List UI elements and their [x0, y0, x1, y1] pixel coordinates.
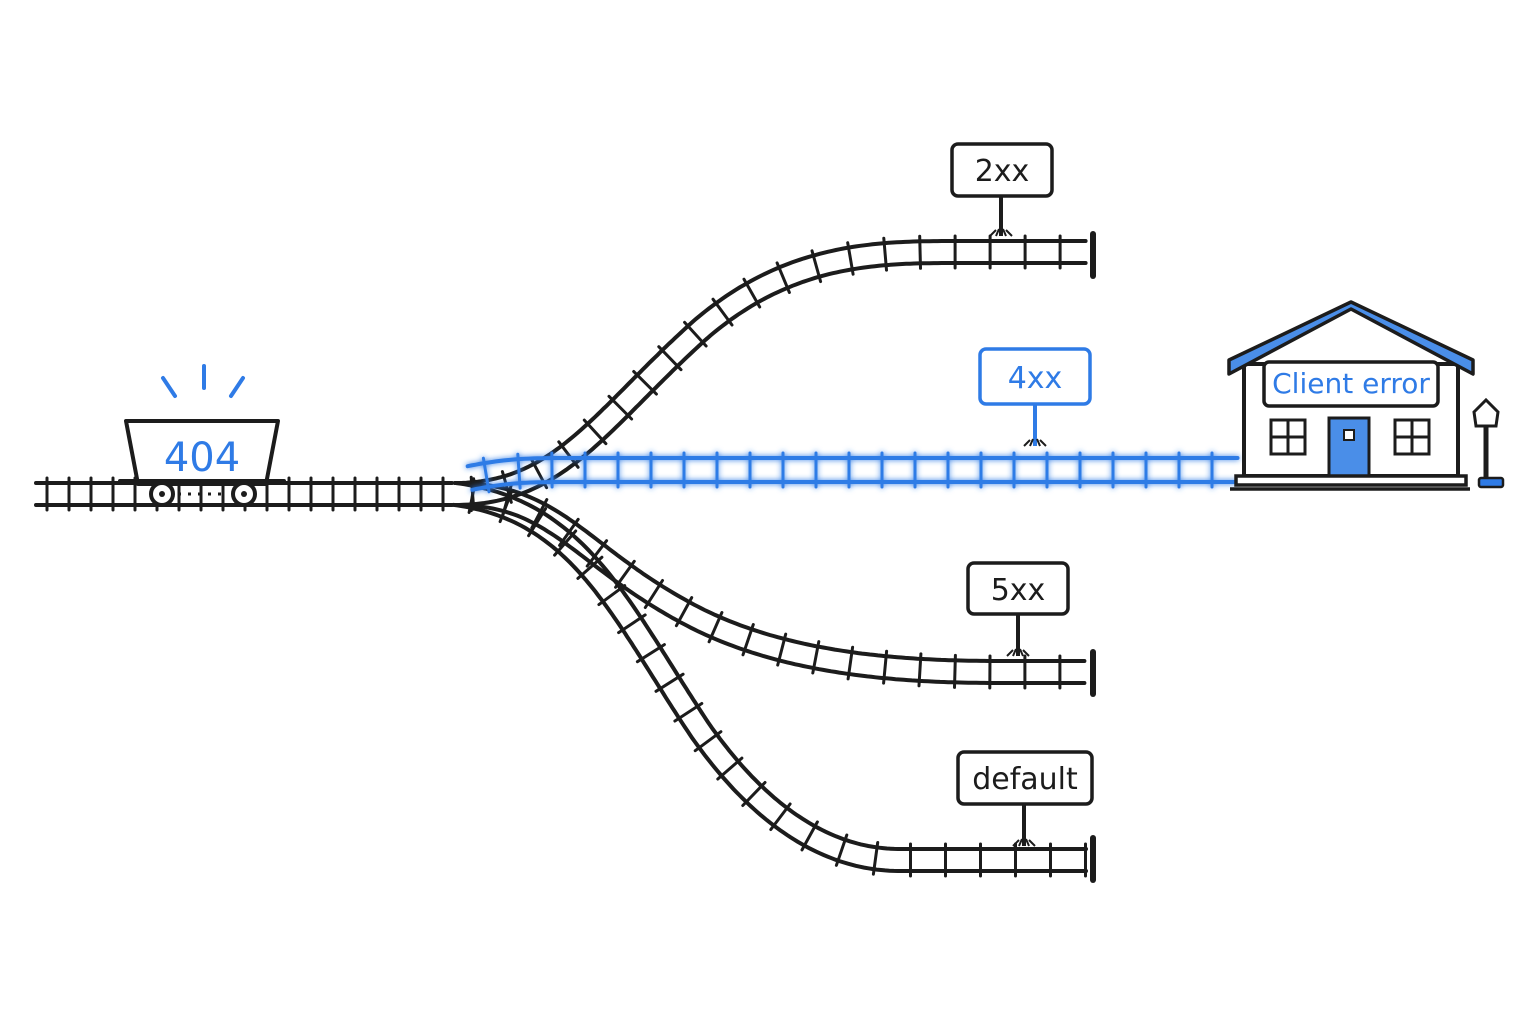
- tie: [882, 649, 889, 685]
- tie: [632, 370, 658, 396]
- tie: [553, 529, 578, 557]
- tie: [775, 261, 791, 294]
- tie: [811, 640, 821, 675]
- rail: [453, 261, 1088, 507]
- rail: [452, 239, 1088, 485]
- tie: [683, 320, 708, 348]
- tie: [800, 820, 819, 852]
- window-right: [1393, 418, 1431, 456]
- tie: [741, 781, 767, 807]
- rail: [454, 481, 1088, 851]
- rail: [465, 456, 1240, 469]
- tie: [557, 440, 580, 469]
- tie: [576, 555, 604, 580]
- tie: [810, 249, 823, 284]
- track-default: [451, 479, 1088, 878]
- tie: [846, 645, 855, 681]
- tie: [953, 653, 957, 689]
- tie: [527, 507, 548, 538]
- tie: [585, 539, 609, 568]
- tie: [918, 234, 922, 270]
- tie: [481, 456, 491, 494]
- sign-5xx-label: 5xx: [991, 573, 1046, 608]
- tie: [673, 702, 704, 723]
- rail: [452, 503, 1087, 685]
- cart-status-label: 404: [164, 435, 240, 481]
- tie: [617, 613, 647, 635]
- sign-2xx-label: 2xx: [975, 154, 1030, 189]
- tie: [917, 652, 923, 688]
- tie: [635, 643, 666, 664]
- rail: [451, 502, 1088, 873]
- tie: [741, 623, 755, 657]
- sign-4xx: 4xx: [978, 347, 1092, 447]
- tie: [716, 756, 744, 781]
- lamp-post-icon: [1472, 397, 1505, 489]
- track-2xx: [452, 234, 1088, 511]
- tie: [834, 833, 849, 867]
- sign-default-label: default: [972, 762, 1078, 797]
- tie: [742, 277, 762, 309]
- tie: [693, 730, 723, 753]
- tie: [711, 297, 734, 327]
- sign-default: default: [956, 750, 1094, 847]
- rail: [470, 480, 1240, 492]
- tie: [657, 345, 683, 372]
- alert-burst-icon: [161, 364, 245, 398]
- tie: [582, 418, 608, 446]
- station-label: Client error: [1272, 367, 1430, 400]
- station-door: [1327, 416, 1371, 478]
- tie: [467, 479, 477, 514]
- tie: [707, 611, 724, 644]
- tie: [654, 672, 685, 693]
- station-building-icon: Client error: [1227, 300, 1475, 491]
- track-4xx: [465, 451, 1240, 494]
- tie: [776, 632, 788, 667]
- tie: [846, 241, 855, 276]
- sign-4xx-label: 4xx: [1008, 361, 1063, 396]
- tie: [498, 490, 513, 524]
- tie: [607, 394, 634, 421]
- tie: [643, 579, 664, 609]
- rail: [453, 481, 1087, 663]
- tie: [871, 841, 880, 876]
- sign-2xx: 2xx: [950, 142, 1054, 237]
- tie: [516, 452, 522, 490]
- sign-5xx: 5xx: [966, 561, 1070, 657]
- tie: [674, 596, 694, 628]
- cart: 404: [118, 364, 286, 507]
- window-left: [1269, 418, 1307, 456]
- tie: [597, 584, 627, 607]
- tie: [530, 498, 549, 530]
- tie: [769, 802, 792, 831]
- tie: [882, 236, 888, 272]
